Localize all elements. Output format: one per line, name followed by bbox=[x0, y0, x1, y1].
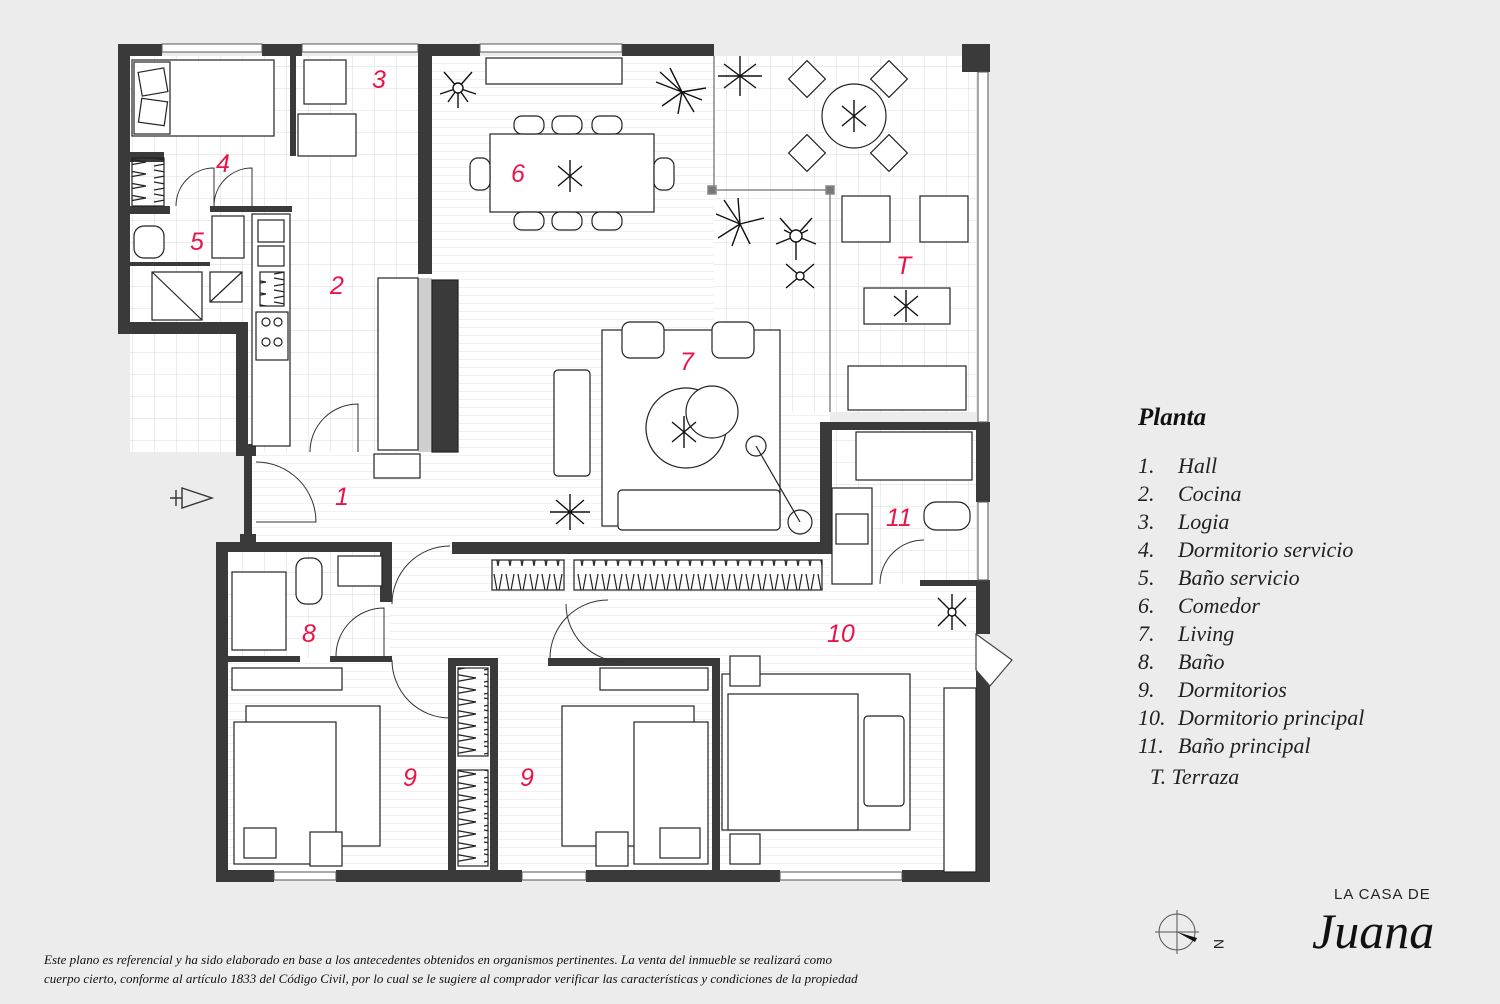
legend-item-kitchen: 2. Cocina bbox=[1138, 480, 1478, 508]
legend-num: 5. bbox=[1138, 565, 1155, 590]
legend-item-service-bedroom: 4. Dormitorio servicio bbox=[1138, 536, 1478, 564]
legend-num: 2. bbox=[1138, 481, 1155, 506]
legend-label: Hall bbox=[1178, 453, 1218, 478]
legend-item-service-bath: 5. Baño servicio bbox=[1138, 564, 1478, 592]
furniture bbox=[131, 57, 977, 873]
room-number-logia: 3 bbox=[372, 66, 386, 94]
doors bbox=[175, 167, 925, 719]
legend: Planta 1. Hall 2. Cocina 3. Logia 4. Dormito… bbox=[1138, 404, 1478, 791]
bay-window bbox=[975, 632, 1013, 687]
terrace-border bbox=[707, 56, 835, 412]
room-number-master-bedroom: 10 bbox=[827, 620, 855, 648]
compass-icon: N bbox=[1155, 910, 1227, 954]
legend-item-master-bath: 11. Baño principal bbox=[1138, 732, 1478, 760]
sofa bbox=[377, 277, 419, 451]
room-number-dining: 6 bbox=[511, 160, 525, 188]
legend-item-living: 7. Living bbox=[1138, 620, 1478, 648]
legend-label: Logia bbox=[1178, 509, 1230, 534]
room-number-terrace: T bbox=[896, 252, 912, 280]
brand-name: Juana bbox=[1312, 903, 1435, 959]
legend-label: Dormitorio servicio bbox=[1178, 537, 1354, 562]
legend-label: Dormitorio principal bbox=[1178, 705, 1365, 730]
legend-num: 1. bbox=[1138, 453, 1155, 478]
legend-item-bath: 8. Baño bbox=[1138, 648, 1478, 676]
legend-item-dining: 6. Comedor bbox=[1138, 592, 1478, 620]
legend-num: 10. bbox=[1138, 705, 1166, 730]
legend-num: 4. bbox=[1138, 537, 1155, 562]
sideboard bbox=[485, 57, 623, 85]
legend-label: Comedor bbox=[1178, 593, 1260, 618]
legend-item-terrace: T. Terraza bbox=[1150, 764, 1240, 789]
legend-label: Baño principal bbox=[1178, 733, 1311, 758]
legend-num: 9. bbox=[1138, 677, 1155, 702]
brand-top: LA CASA DE bbox=[1334, 886, 1431, 903]
disclaimer-line-2: cuerpo cierto, conforme al artículo 1833… bbox=[44, 971, 858, 986]
room-number-living: 7 bbox=[680, 348, 694, 376]
disclaimer-line-1: Este plano es referencial y ha sido elab… bbox=[44, 952, 833, 967]
legend-label: Dormitorios bbox=[1178, 677, 1287, 702]
room-number-service-bedroom: 4 bbox=[216, 150, 230, 178]
legend-item-master-bedroom: 10. Dormitorio principal bbox=[1138, 704, 1478, 732]
legend-num: 7. bbox=[1138, 621, 1155, 646]
brand-logo: LA CASA DE Juana bbox=[1298, 886, 1448, 981]
plants bbox=[439, 56, 967, 630]
room-number-bath: 8 bbox=[302, 620, 316, 648]
compass-label: N bbox=[1211, 939, 1227, 949]
legend-num: 8. bbox=[1138, 649, 1155, 674]
legend-label: Living bbox=[1178, 621, 1235, 646]
legend-label: Baño bbox=[1178, 649, 1225, 674]
room-number-bedroom-b: 9 bbox=[520, 764, 534, 792]
entrance-arrow-icon bbox=[170, 487, 215, 509]
legend-label: Baño servicio bbox=[1178, 565, 1300, 590]
room-number-service-bath: 5 bbox=[190, 228, 204, 256]
legend-num: 3. bbox=[1138, 509, 1155, 534]
legend-label: Cocina bbox=[1178, 481, 1242, 506]
room-number-hall: 1 bbox=[335, 483, 349, 511]
legend-num: 11. bbox=[1138, 733, 1164, 758]
legend-num: 6. bbox=[1138, 593, 1155, 618]
disclaimer: Este plano es referencial y ha sido elab… bbox=[44, 950, 1084, 988]
legend-item-bedrooms: 9. Dormitorios bbox=[1138, 676, 1478, 704]
legend-item-hall: 1. Hall bbox=[1138, 452, 1478, 480]
legend-item-logia: 3. Logia bbox=[1138, 508, 1478, 536]
room-number-kitchen: 2 bbox=[330, 272, 344, 300]
windows bbox=[161, 43, 989, 881]
legend-title: Planta bbox=[1138, 404, 1207, 431]
room-number-bedroom-a: 9 bbox=[403, 764, 417, 792]
room-number-master-bath: 11 bbox=[886, 504, 912, 532]
walls bbox=[118, 44, 990, 882]
